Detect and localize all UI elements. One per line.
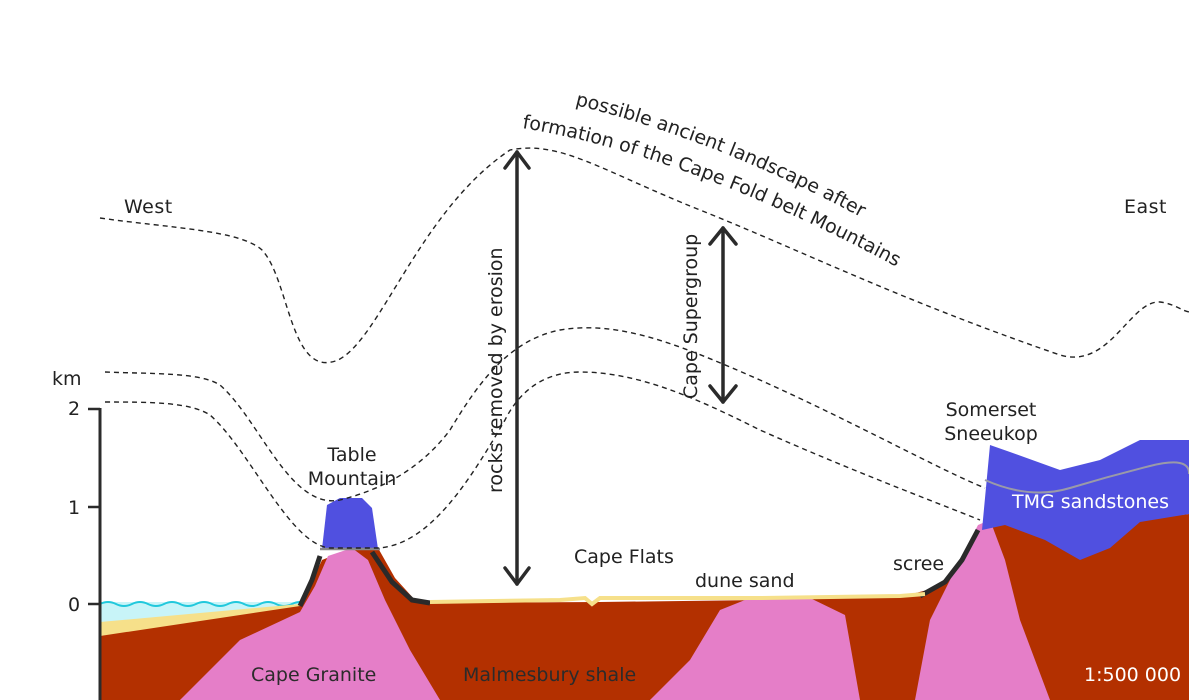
- ancient-landscape-label-line1: possible ancient landscape after: [574, 88, 870, 221]
- rocks-removed-arrow: [503, 150, 531, 586]
- tmg-sandstone-table-mountain: [322, 498, 378, 549]
- cape-supergroup-label: Cape Supergroup: [680, 234, 702, 399]
- east-label: East: [1124, 196, 1167, 218]
- scree-east: [918, 528, 981, 599]
- ancient-landscape-line: [99, 147, 1189, 364]
- beach-sand: [100, 604, 300, 636]
- scree-west: [297, 555, 323, 608]
- malmesbury-shale-label: Malmesbury shale: [463, 664, 636, 686]
- table-mountain-label-2: Mountain: [308, 468, 397, 490]
- cape-granite-central: [650, 598, 860, 700]
- table-mountain-label-1: Table: [326, 444, 376, 466]
- tmg-bedding-line: [984, 461, 1189, 494]
- tick-label-0: 0: [68, 594, 80, 616]
- cape-flats-label: Cape Flats: [574, 546, 674, 568]
- cape-granite-label: Cape Granite: [251, 664, 376, 686]
- axis-unit-label: km: [52, 368, 82, 390]
- tmg-sandstones-label: TMG sandstones: [1011, 491, 1169, 513]
- somerset-label-2: Sneeukop: [944, 423, 1038, 445]
- cape-supergroup-top-line: [104, 327, 986, 502]
- rocks-removed-label: rocks removed by erosion: [485, 247, 507, 493]
- tick-label-1: 1: [68, 497, 80, 519]
- scale-label: 1:500 000: [1084, 664, 1181, 686]
- cape-granite-west: [180, 548, 440, 700]
- scree-label: scree: [893, 553, 944, 575]
- somerset-label-1: Somerset: [946, 399, 1037, 421]
- cape-supergroup-arrow: [708, 226, 738, 404]
- scree-table-east: [369, 550, 431, 606]
- west-label: West: [124, 196, 173, 218]
- sea-wave: [99, 601, 309, 607]
- dune-sand-label: dune sand: [695, 570, 795, 592]
- tick-label-2: 2: [68, 398, 80, 420]
- dune-sand-layer: [429, 592, 926, 607]
- cape-granite-east: [915, 520, 1050, 700]
- cape-supergroup-base-line: [104, 371, 981, 549]
